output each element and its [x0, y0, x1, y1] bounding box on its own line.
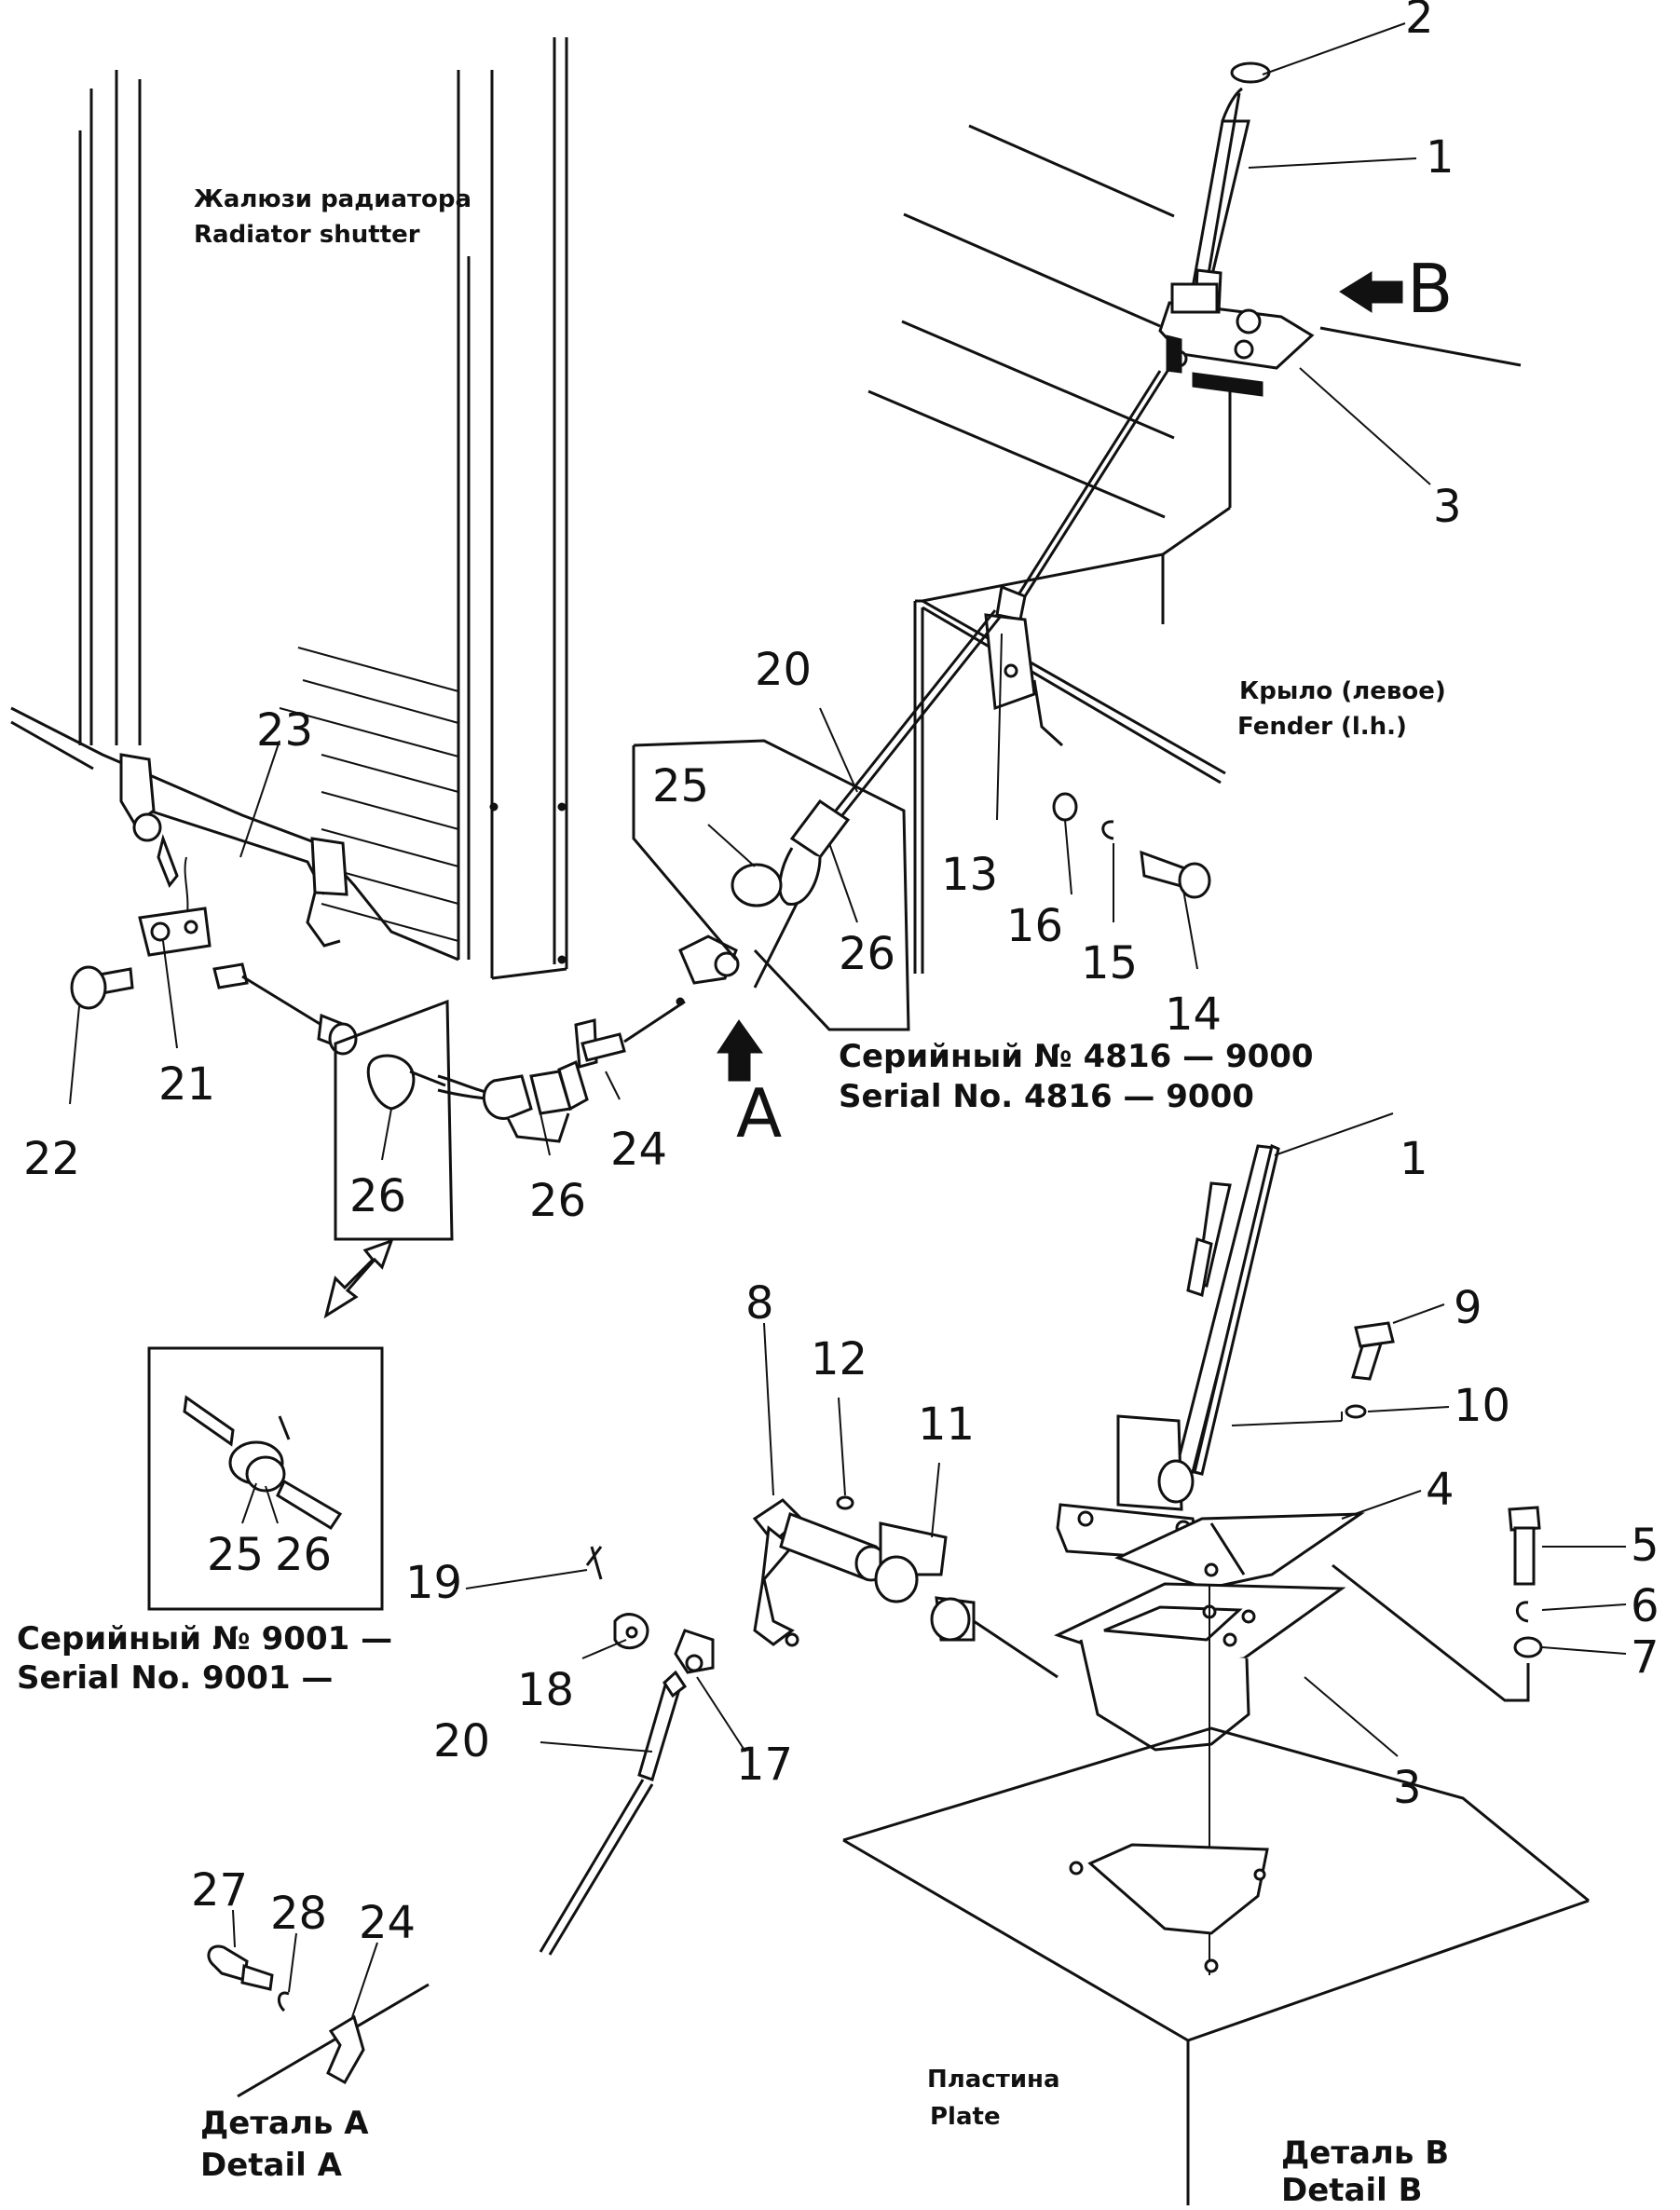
- leader-lines: [69, 22, 1627, 2018]
- detail-a-callout-28: 28: [270, 1888, 327, 1940]
- view-label-a: A: [736, 1074, 782, 1153]
- callout-14: 14: [1165, 989, 1222, 1041]
- rod-linkage: [70, 856, 686, 1143]
- callout-26-mid: 26: [529, 1175, 586, 1227]
- inset-serial-9001: [147, 1346, 384, 1611]
- caption-radiator-shutter-en: Radiator shutter: [194, 221, 420, 249]
- view-label-b: B: [1407, 250, 1453, 328]
- callout-20: 20: [755, 644, 812, 696]
- control-cable-top: [676, 609, 1004, 1006]
- cable-bracket: [984, 613, 1211, 899]
- radiator-shutter: [10, 37, 568, 980]
- callout-1: 1: [1426, 131, 1455, 184]
- detail-b-callout-8: 8: [745, 1277, 774, 1330]
- view-arrow-a: [717, 1019, 763, 1082]
- detail-b-callout-10: 10: [1454, 1380, 1510, 1432]
- view-arrow-b: [1339, 271, 1403, 313]
- caption-detail-b-ru: Деталь B: [1281, 2135, 1449, 2172]
- caption-plate-en: Plate: [930, 2103, 1001, 2131]
- callout-25: 25: [652, 760, 709, 812]
- callout-13: 13: [941, 849, 998, 901]
- callout-22: 22: [23, 1133, 80, 1185]
- detail-b-callout-1: 1: [1400, 1133, 1428, 1185]
- detail-b-callout-5: 5: [1631, 1520, 1660, 1572]
- caption-plate-ru: Пластина: [927, 2066, 1060, 2094]
- detail-b-callout-17: 17: [736, 1739, 793, 1791]
- caption-fender-en: Fender (l.h.): [1237, 713, 1407, 741]
- inset-clamp-box: [334, 999, 454, 1241]
- caption-fender-ru: Крыло (левое): [1239, 677, 1446, 705]
- detail-b-callout-18: 18: [517, 1664, 574, 1716]
- callout-3: 3: [1433, 481, 1462, 533]
- caption-radiator-shutter-ru: Жалюзи радиатора: [194, 185, 471, 213]
- detail-b-callout-20: 20: [433, 1715, 490, 1767]
- callout-2: 2: [1405, 0, 1434, 44]
- detail-b: [539, 1143, 1590, 2205]
- caption-serial-4816-ru: Серийный № 4816 — 9000: [839, 1038, 1314, 1075]
- caption-serial-9001-ru: Серийный № 9001 —: [17, 1620, 392, 1658]
- callout-26-left: 26: [349, 1170, 406, 1222]
- inset-serial-4816: [632, 739, 910, 1031]
- caption-serial-9001-en: Serial No. 9001 —: [17, 1659, 333, 1697]
- callout-21: 21: [158, 1058, 215, 1111]
- caption-detail-a-en: Detail A: [200, 2147, 343, 2184]
- fender-left: [867, 124, 1522, 974]
- detail-b-callout-6: 6: [1631, 1580, 1660, 1632]
- detail-b-callout-19: 19: [405, 1557, 462, 1609]
- callout-16: 16: [1006, 900, 1063, 952]
- callout-15: 15: [1081, 937, 1138, 989]
- callout-26-top: 26: [839, 928, 895, 980]
- callout-24: 24: [610, 1124, 667, 1176]
- detail-a: [207, 1944, 430, 2098]
- lever-assembly-top: [995, 61, 1315, 621]
- detail-b-callout-7: 7: [1631, 1631, 1660, 1684]
- detail-b-callout-12: 12: [811, 1333, 867, 1385]
- detail-b-callout-4: 4: [1426, 1464, 1455, 1516]
- detail-b-callout-11: 11: [918, 1398, 975, 1451]
- detail-a-callout-24: 24: [359, 1897, 416, 1949]
- caption-detail-b-en: Detail B: [1281, 2172, 1423, 2205]
- caption-serial-4816-en: Serial No. 4816 — 9000: [839, 1078, 1254, 1115]
- callout-numbers: 2 1 3 20 25 26 13 16 15 14 23 21 22 26 2…: [23, 0, 1660, 1949]
- detail-b-callout-9: 9: [1454, 1282, 1482, 1334]
- captions: Жалюзи радиатора Radiator shutter Крыло …: [17, 185, 1449, 2209]
- callout-23: 23: [256, 704, 313, 757]
- swap-arrow: [323, 1238, 394, 1319]
- inset-callout-26: 26: [275, 1529, 332, 1581]
- detail-a-callout-27: 27: [191, 1864, 248, 1917]
- detail-b-callout-3: 3: [1393, 1762, 1422, 1814]
- inset-callout-25: 25: [207, 1529, 264, 1581]
- caption-detail-a-ru: Деталь A: [200, 2105, 369, 2142]
